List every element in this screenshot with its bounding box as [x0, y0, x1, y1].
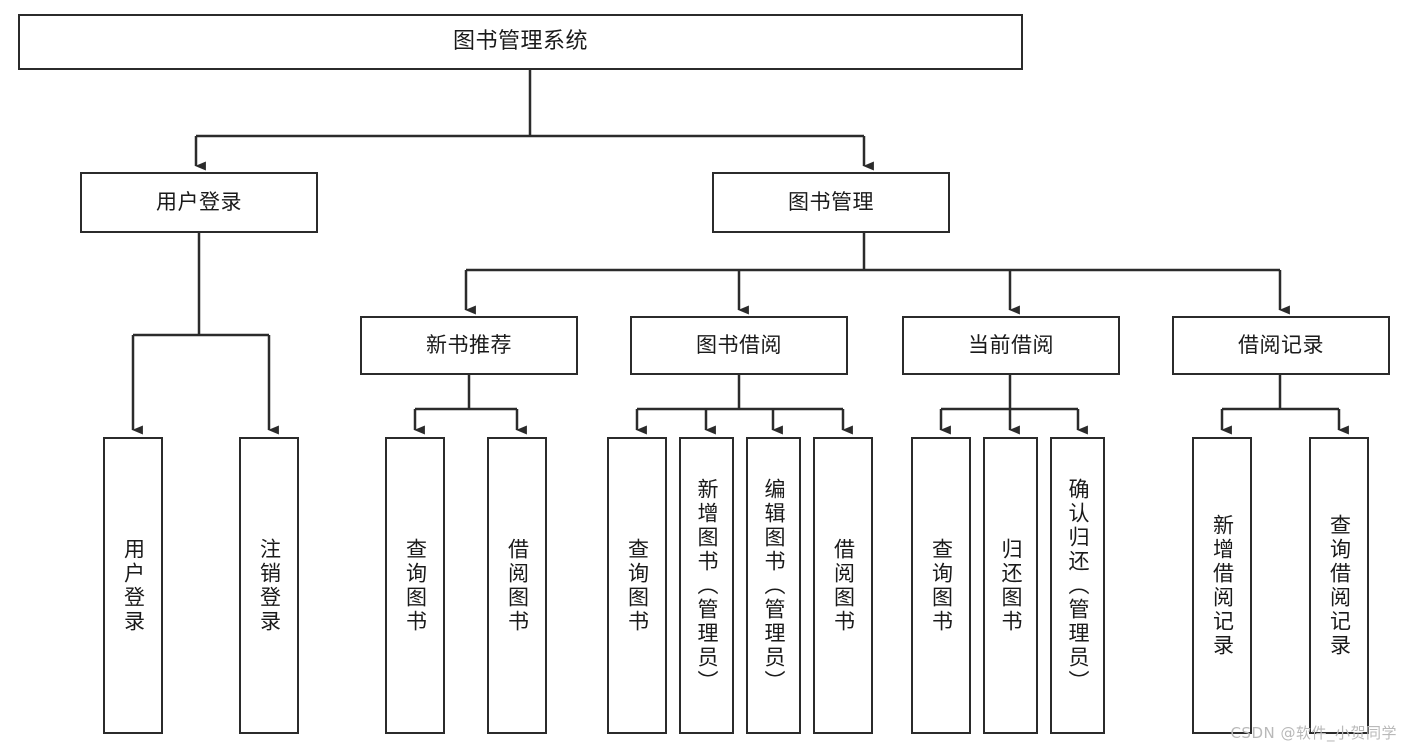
node-leaf-query-record-label: 查询借阅记录 [1327, 513, 1352, 658]
node-leaf-query-book-3[interactable]: 查询图书 [911, 437, 971, 734]
node-borrow-record-label: 借阅记录 [1238, 333, 1324, 358]
node-current-borrow-label: 当前借阅 [968, 333, 1054, 358]
node-leaf-confirm-return[interactable]: 确认归还（管理员） [1050, 437, 1105, 734]
node-leaf-confirm-return-label: 确认归还（管理员） [1066, 477, 1090, 694]
node-leaf-add-book-label: 新增图书（管理员） [695, 477, 719, 694]
node-current-borrow[interactable]: 当前借阅 [902, 316, 1120, 375]
node-leaf-borrow-book-2[interactable]: 借阅图书 [813, 437, 873, 734]
node-book-borrow[interactable]: 图书借阅 [630, 316, 848, 375]
node-book-manage[interactable]: 图书管理 [712, 172, 950, 233]
node-leaf-edit-book[interactable]: 编辑图书（管理员） [746, 437, 801, 734]
node-leaf-logout-login[interactable]: 注销登录 [239, 437, 299, 734]
node-leaf-query-book-2-label: 查询图书 [625, 537, 650, 634]
node-leaf-user-login-label: 用户登录 [121, 537, 146, 634]
node-book-manage-label: 图书管理 [788, 190, 874, 215]
node-leaf-add-record-label: 新增借阅记录 [1210, 513, 1235, 658]
node-leaf-logout-login-label: 注销登录 [257, 537, 282, 634]
node-leaf-add-book[interactable]: 新增图书（管理员） [679, 437, 734, 734]
node-new-book-recommend-label: 新书推荐 [426, 333, 512, 358]
node-leaf-edit-book-label: 编辑图书（管理员） [762, 477, 786, 694]
node-leaf-query-book-1[interactable]: 查询图书 [385, 437, 445, 734]
node-user-login-label: 用户登录 [156, 190, 242, 215]
node-leaf-query-book-2[interactable]: 查询图书 [607, 437, 667, 734]
node-leaf-borrow-book-2-label: 借阅图书 [831, 537, 856, 634]
node-user-login[interactable]: 用户登录 [80, 172, 318, 233]
node-borrow-record[interactable]: 借阅记录 [1172, 316, 1390, 375]
node-leaf-add-record[interactable]: 新增借阅记录 [1192, 437, 1252, 734]
node-leaf-query-record[interactable]: 查询借阅记录 [1309, 437, 1369, 734]
node-root-label: 图书管理系统 [452, 29, 588, 55]
node-leaf-return-book-label: 归还图书 [999, 537, 1023, 634]
node-book-borrow-label: 图书借阅 [696, 333, 782, 358]
node-leaf-query-book-3-label: 查询图书 [929, 537, 954, 634]
node-leaf-borrow-book-1[interactable]: 借阅图书 [487, 437, 547, 734]
node-leaf-borrow-book-1-label: 借阅图书 [505, 537, 530, 634]
node-leaf-user-login[interactable]: 用户登录 [103, 437, 163, 734]
node-new-book-recommend[interactable]: 新书推荐 [360, 316, 578, 375]
node-leaf-return-book[interactable]: 归还图书 [983, 437, 1038, 734]
csdn-watermark: CSDN @软件_小贺同学 [1230, 724, 1397, 742]
node-root[interactable]: 图书管理系统 [18, 14, 1023, 70]
node-leaf-query-book-1-label: 查询图书 [403, 537, 428, 634]
